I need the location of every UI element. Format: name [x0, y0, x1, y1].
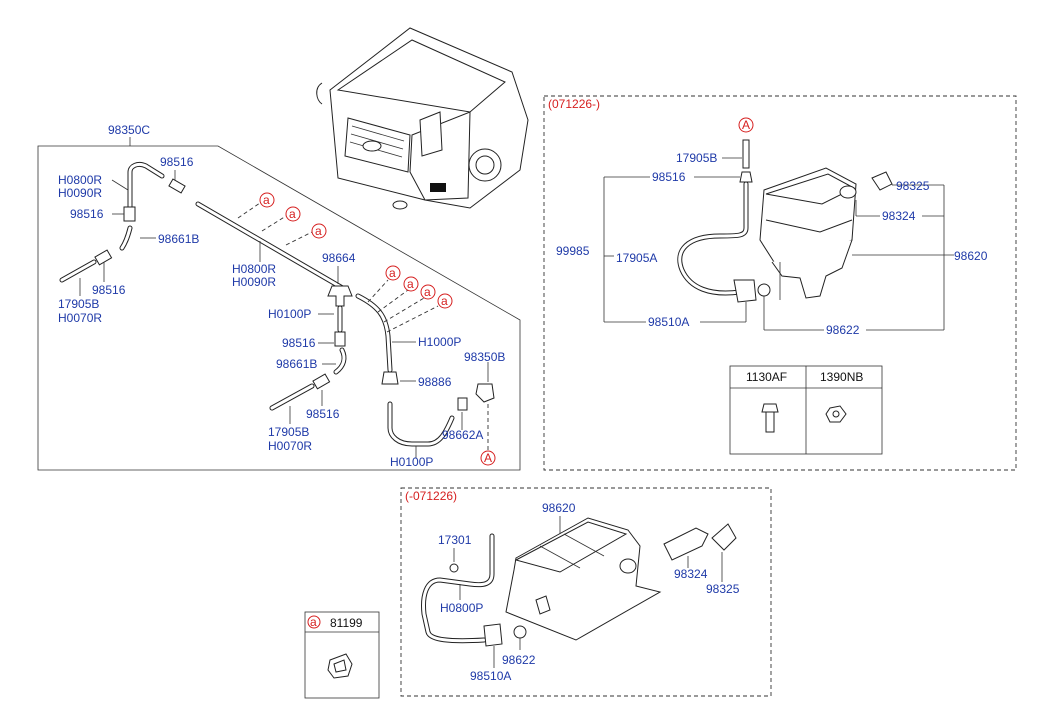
marker-A-box: A	[742, 118, 750, 132]
label-98620-old: 98620	[542, 501, 576, 515]
label-98664: 98664	[322, 251, 356, 265]
marker-a-6: a	[424, 285, 431, 299]
label-h0100p-mid: H0100P	[268, 307, 311, 321]
bolt-icon	[761, 403, 779, 413]
legend-marker: a	[310, 615, 317, 629]
label-99985: 99985	[556, 244, 590, 258]
marker-a-4: a	[389, 266, 396, 280]
reservoir-new-box: (071226-) A 17905B 98516 99985 17905A 98…	[543, 95, 1017, 471]
label-98324-old: 98324	[674, 567, 708, 581]
label-17905b-left: 17905B	[58, 297, 99, 311]
date-label-old: (-071226)	[405, 489, 457, 503]
clip-legend: a 81199	[304, 611, 380, 699]
label-h0090r-left: H0090R	[58, 186, 102, 200]
label-98622-old: 98622	[502, 653, 536, 667]
marker-a-7: a	[441, 294, 448, 308]
label-98350c: 98350C	[108, 123, 150, 137]
hose-assembly-panel: 98350C H0800R H0090R 98516 98516 98661B …	[37, 123, 521, 471]
label-98325-old: 98325	[706, 582, 740, 596]
label-98662a: 98662A	[442, 428, 483, 442]
marker-a-5: a	[407, 277, 414, 291]
marker-a-1: a	[263, 193, 270, 207]
label-h0070r-mid: H0070R	[268, 439, 312, 453]
label-h0070r-left: H0070R	[58, 311, 102, 325]
label-98516-l2: 98516	[92, 283, 126, 297]
washer-location-mark	[430, 183, 446, 192]
label-h0800r-mid: H0800R	[232, 262, 276, 276]
label-98661b-mid: 98661B	[276, 357, 317, 371]
label-98324-box: 98324	[882, 209, 916, 223]
label-98350b: 98350B	[464, 350, 505, 364]
label-h0090r-mid: H0090R	[232, 275, 276, 289]
label-17905b-mid: 17905B	[268, 425, 309, 439]
label-98516-m2: 98516	[306, 407, 340, 421]
reservoir-old-box: (-071226) 98620 98324 98325 17301 H0800P…	[400, 487, 772, 697]
label-98516-box: 98516	[652, 170, 686, 184]
date-label-new: (071226-)	[548, 97, 600, 111]
label-17905a: 17905A	[616, 251, 657, 265]
label-h1000p: H1000P	[418, 335, 461, 349]
label-98516-l1: 98516	[70, 207, 104, 221]
label-98325-box: 98325	[896, 179, 930, 193]
label-98886: 98886	[418, 375, 452, 389]
label-17905b-box: 17905B	[676, 151, 717, 165]
label-98620-box: 98620	[954, 249, 988, 263]
marker-A-panel: A	[484, 451, 492, 465]
label-98510a-box: 98510A	[648, 315, 689, 329]
vehicle-illustration	[316, 27, 529, 210]
label-98661b-left: 98661B	[158, 232, 199, 246]
label-98516-m1: 98516	[282, 336, 316, 350]
label-98510a-old: 98510A	[470, 669, 511, 683]
label-98516-top: 98516	[160, 155, 194, 169]
label-h0800r-left: H0800R	[58, 173, 102, 187]
marker-a-2: a	[289, 207, 296, 221]
fastener-table: 1130AF 1390NB	[729, 365, 883, 455]
label-h0800p: H0800P	[440, 601, 483, 615]
fastener-col2: 1390NB	[820, 370, 863, 384]
marker-a-3: a	[315, 224, 322, 238]
legend-part-no: 81199	[330, 616, 363, 630]
label-h0100p-low: H0100P	[390, 455, 433, 469]
label-17301: 17301	[438, 533, 472, 547]
fastener-col1: 1130AF	[746, 370, 787, 384]
label-98622-box: 98622	[826, 323, 860, 337]
